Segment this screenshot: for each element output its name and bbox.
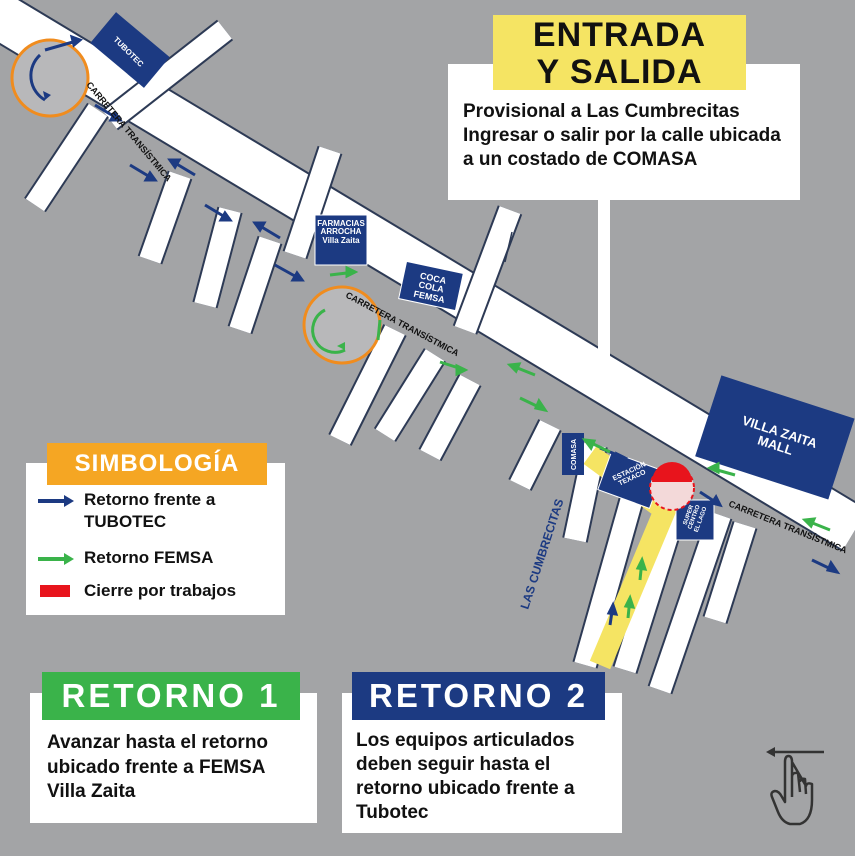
navy-arrow-icon [38, 495, 74, 507]
legend-label: Retorno frente a TUBOTEC [84, 490, 216, 532]
legend-title: SIMBOLOGÍA [47, 443, 267, 485]
legend-panel: Retorno frente a TUBOTEC Retorno FEMSA C… [26, 463, 285, 615]
entrada-title-line1: ENTRADA [532, 16, 707, 54]
retorno1-text: Avanzar hasta el retorno ubicado frente … [47, 732, 269, 803]
retorno1-title: RETORNO 1 [42, 672, 300, 720]
entrada-title-line2: Y SALIDA [536, 53, 703, 91]
entrada-text: Provisional a Las Cumbrecitas Ingresar o… [463, 101, 781, 171]
building-farmacias [314, 214, 368, 266]
roundabout-tubotec [10, 38, 90, 118]
femsa-route-arrows [329, 265, 831, 619]
red-closure-icon [40, 585, 70, 597]
green-arrow-icon [38, 553, 74, 565]
retorno2-title-text: RETORNO 2 [369, 677, 588, 714]
swipe-hand-icon [766, 747, 824, 826]
pointer-arrow [586, 195, 622, 386]
legend-label: Cierre por trabajos [84, 581, 237, 600]
legend-label: Retorno FEMSA [84, 548, 214, 567]
tubotec-route-arrows [44, 34, 841, 626]
comasa-label: COMASA [571, 439, 578, 470]
building-mall [695, 375, 855, 500]
building-tubotec [90, 12, 170, 88]
building-comasa [562, 433, 584, 475]
building-coca-cola [398, 260, 464, 312]
closure-marker [649, 462, 695, 511]
legend-title-text: SIMBOLOGÍA [74, 450, 240, 477]
retorno2-title: RETORNO 2 [352, 672, 605, 720]
entrada-title: ENTRADA Y SALIDA [493, 15, 746, 90]
retorno1-title-text: RETORNO 1 [61, 677, 281, 714]
street-label: LAS CUMBRECITAS [518, 497, 567, 611]
retorno2-text: Los equipos articulados deben seguir has… [356, 730, 575, 824]
farmacias-label: FARMACIAS ARROCHA Villa Zaita [317, 219, 365, 245]
roundabout-femsa [302, 285, 382, 365]
